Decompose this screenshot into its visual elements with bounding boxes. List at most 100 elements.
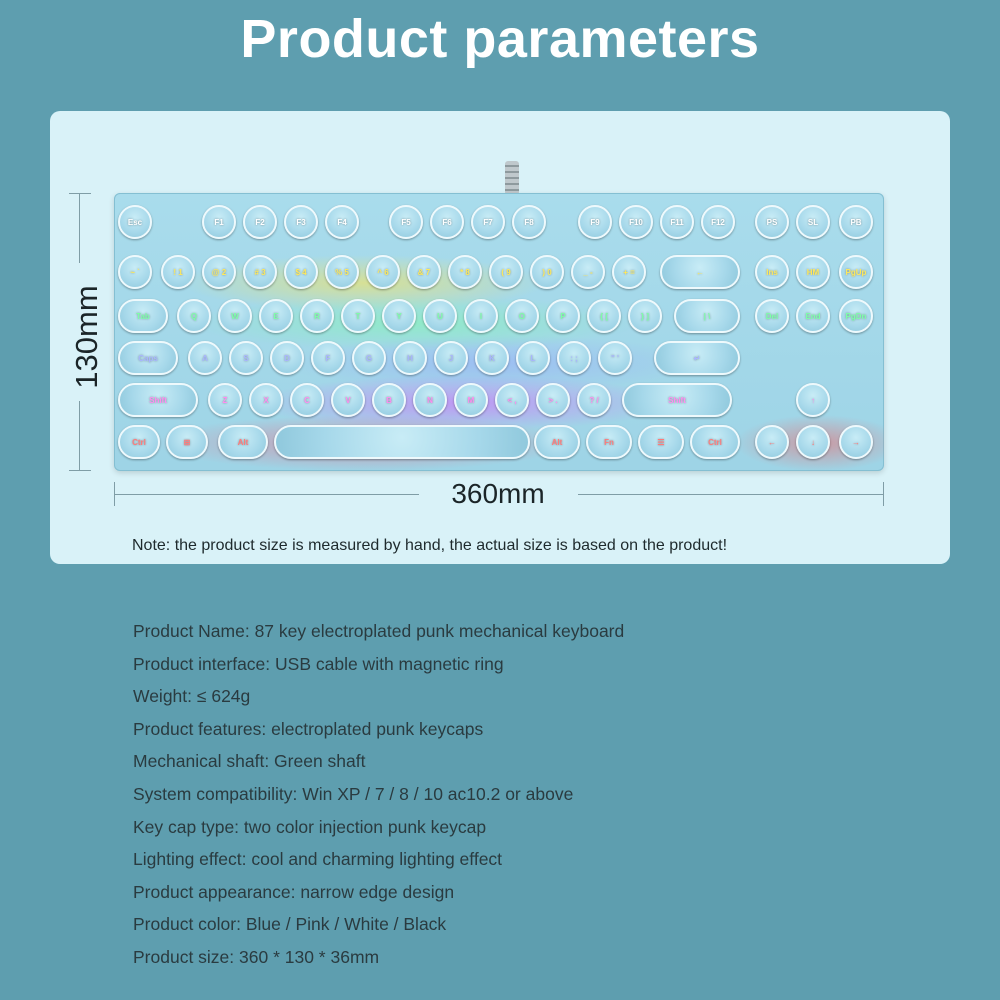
keycap: _ - bbox=[571, 255, 605, 289]
keycap: → bbox=[839, 425, 873, 459]
keycap: B bbox=[372, 383, 406, 417]
keycap: S bbox=[229, 341, 263, 375]
keycap: R bbox=[300, 299, 334, 333]
spec-size: Product size: 360 * 130 * 36mm bbox=[133, 946, 380, 967]
keycap: Ins bbox=[755, 255, 789, 289]
keycap: Alt bbox=[534, 425, 580, 459]
spec-list: Product Name: 87 key electroplated punk … bbox=[133, 618, 624, 977]
keycap: T bbox=[341, 299, 375, 333]
keycap: ) 0 bbox=[530, 255, 564, 289]
rgb-backlight bbox=[114, 193, 884, 471]
keycap: ↑ bbox=[796, 383, 830, 417]
keycap: End bbox=[796, 299, 830, 333]
spec-color: Product color: Blue / Pink / White / Bla… bbox=[133, 914, 447, 935]
keycap: { [ bbox=[587, 299, 621, 333]
keycap: H bbox=[393, 341, 427, 375]
keycap: F12 bbox=[701, 205, 735, 239]
keycap: & 7 bbox=[407, 255, 441, 289]
keycap: Esc bbox=[118, 205, 152, 239]
keycap: Ctrl bbox=[118, 425, 160, 459]
keycap: Tab bbox=[118, 299, 168, 333]
keycap: Z bbox=[208, 383, 242, 417]
keycap: F4 bbox=[325, 205, 359, 239]
keycap: G bbox=[352, 341, 386, 375]
size-note: Note: the product size is measured by ha… bbox=[132, 537, 728, 554]
keycap: J bbox=[434, 341, 468, 375]
keycap: F8 bbox=[512, 205, 546, 239]
height-dimension bbox=[65, 193, 95, 471]
keycap: ↵ bbox=[654, 341, 740, 375]
keycap: ~ ` bbox=[118, 255, 152, 289]
keycap: A bbox=[188, 341, 222, 375]
spec-features: Product features: electroplated punk key… bbox=[133, 718, 484, 739]
keycap: Shift bbox=[622, 383, 732, 417]
keycap: F6 bbox=[430, 205, 464, 239]
keycap: } ] bbox=[628, 299, 662, 333]
keycap: | \ bbox=[674, 299, 740, 333]
keycap: M bbox=[454, 383, 488, 417]
keycap: PB bbox=[839, 205, 873, 239]
keycap: X bbox=[249, 383, 283, 417]
keycap: F5 bbox=[389, 205, 423, 239]
spec-lighting: Lighting effect: cool and charming light… bbox=[133, 849, 503, 870]
keycap: ← bbox=[660, 255, 740, 289]
spec-interface: Product interface: USB cable with magnet… bbox=[133, 653, 504, 674]
keycap: ( 9 bbox=[489, 255, 523, 289]
keycap: F11 bbox=[660, 205, 694, 239]
spec-product-name: Product Name: 87 key electroplated punk … bbox=[133, 621, 625, 641]
keycap: ⊞ bbox=[166, 425, 208, 459]
keycap: Caps bbox=[118, 341, 178, 375]
keycap: ? / bbox=[577, 383, 611, 417]
keycap: % 5 bbox=[325, 255, 359, 289]
keycap: N bbox=[413, 383, 447, 417]
keycap: * 8 bbox=[448, 255, 482, 289]
spec-shaft: Mechanical shaft: Green shaft bbox=[133, 751, 366, 772]
keycap: ☰ bbox=[638, 425, 684, 459]
keycap: D bbox=[270, 341, 304, 375]
keycap: I bbox=[464, 299, 498, 333]
keycap: F2 bbox=[243, 205, 277, 239]
keycap: E bbox=[259, 299, 293, 333]
keycap: HM bbox=[796, 255, 830, 289]
keycap: PgDn bbox=[839, 299, 873, 333]
keycap: F9 bbox=[578, 205, 612, 239]
page-title: Product parameters bbox=[240, 9, 760, 69]
spec-weight: Weight: ≤ 624g bbox=[133, 686, 251, 707]
keycap: O bbox=[505, 299, 539, 333]
keycap: P bbox=[546, 299, 580, 333]
keycap: < , bbox=[495, 383, 529, 417]
width-dimension: 360mm bbox=[114, 466, 884, 509]
spec-compatibility: System compatibility: Win XP / 7 / 8 / 1… bbox=[133, 783, 574, 804]
keycap: Del bbox=[755, 299, 789, 333]
keycap: SL bbox=[796, 205, 830, 239]
keycap: Y bbox=[382, 299, 416, 333]
keycap: ^ 6 bbox=[366, 255, 400, 289]
keycap: F bbox=[311, 341, 345, 375]
keycap: F10 bbox=[619, 205, 653, 239]
keycap: ← bbox=[755, 425, 789, 459]
width-label: 360mm bbox=[451, 478, 545, 509]
keycap: $ 4 bbox=[284, 255, 318, 289]
keycap: Q bbox=[177, 299, 211, 333]
keycap: > . bbox=[536, 383, 570, 417]
keycap: Alt bbox=[218, 425, 268, 459]
keycap: L bbox=[516, 341, 550, 375]
keycap: Shift bbox=[118, 383, 198, 417]
keycap bbox=[274, 425, 530, 459]
keycap: PgUp bbox=[839, 255, 873, 289]
keycap: ! 1 bbox=[161, 255, 195, 289]
height-label: 130mm bbox=[69, 285, 104, 389]
usb-cable bbox=[505, 161, 519, 195]
keycap: C bbox=[290, 383, 324, 417]
keycap: Ctrl bbox=[690, 425, 740, 459]
keycap: W bbox=[218, 299, 252, 333]
keycap: K bbox=[475, 341, 509, 375]
keycap: + = bbox=[612, 255, 646, 289]
keycap: # 3 bbox=[243, 255, 277, 289]
spec-keycap-type: Key cap type: two color injection punk k… bbox=[133, 816, 487, 837]
keycap: F3 bbox=[284, 205, 318, 239]
keycap: PS bbox=[755, 205, 789, 239]
keycap: ↓ bbox=[796, 425, 830, 459]
